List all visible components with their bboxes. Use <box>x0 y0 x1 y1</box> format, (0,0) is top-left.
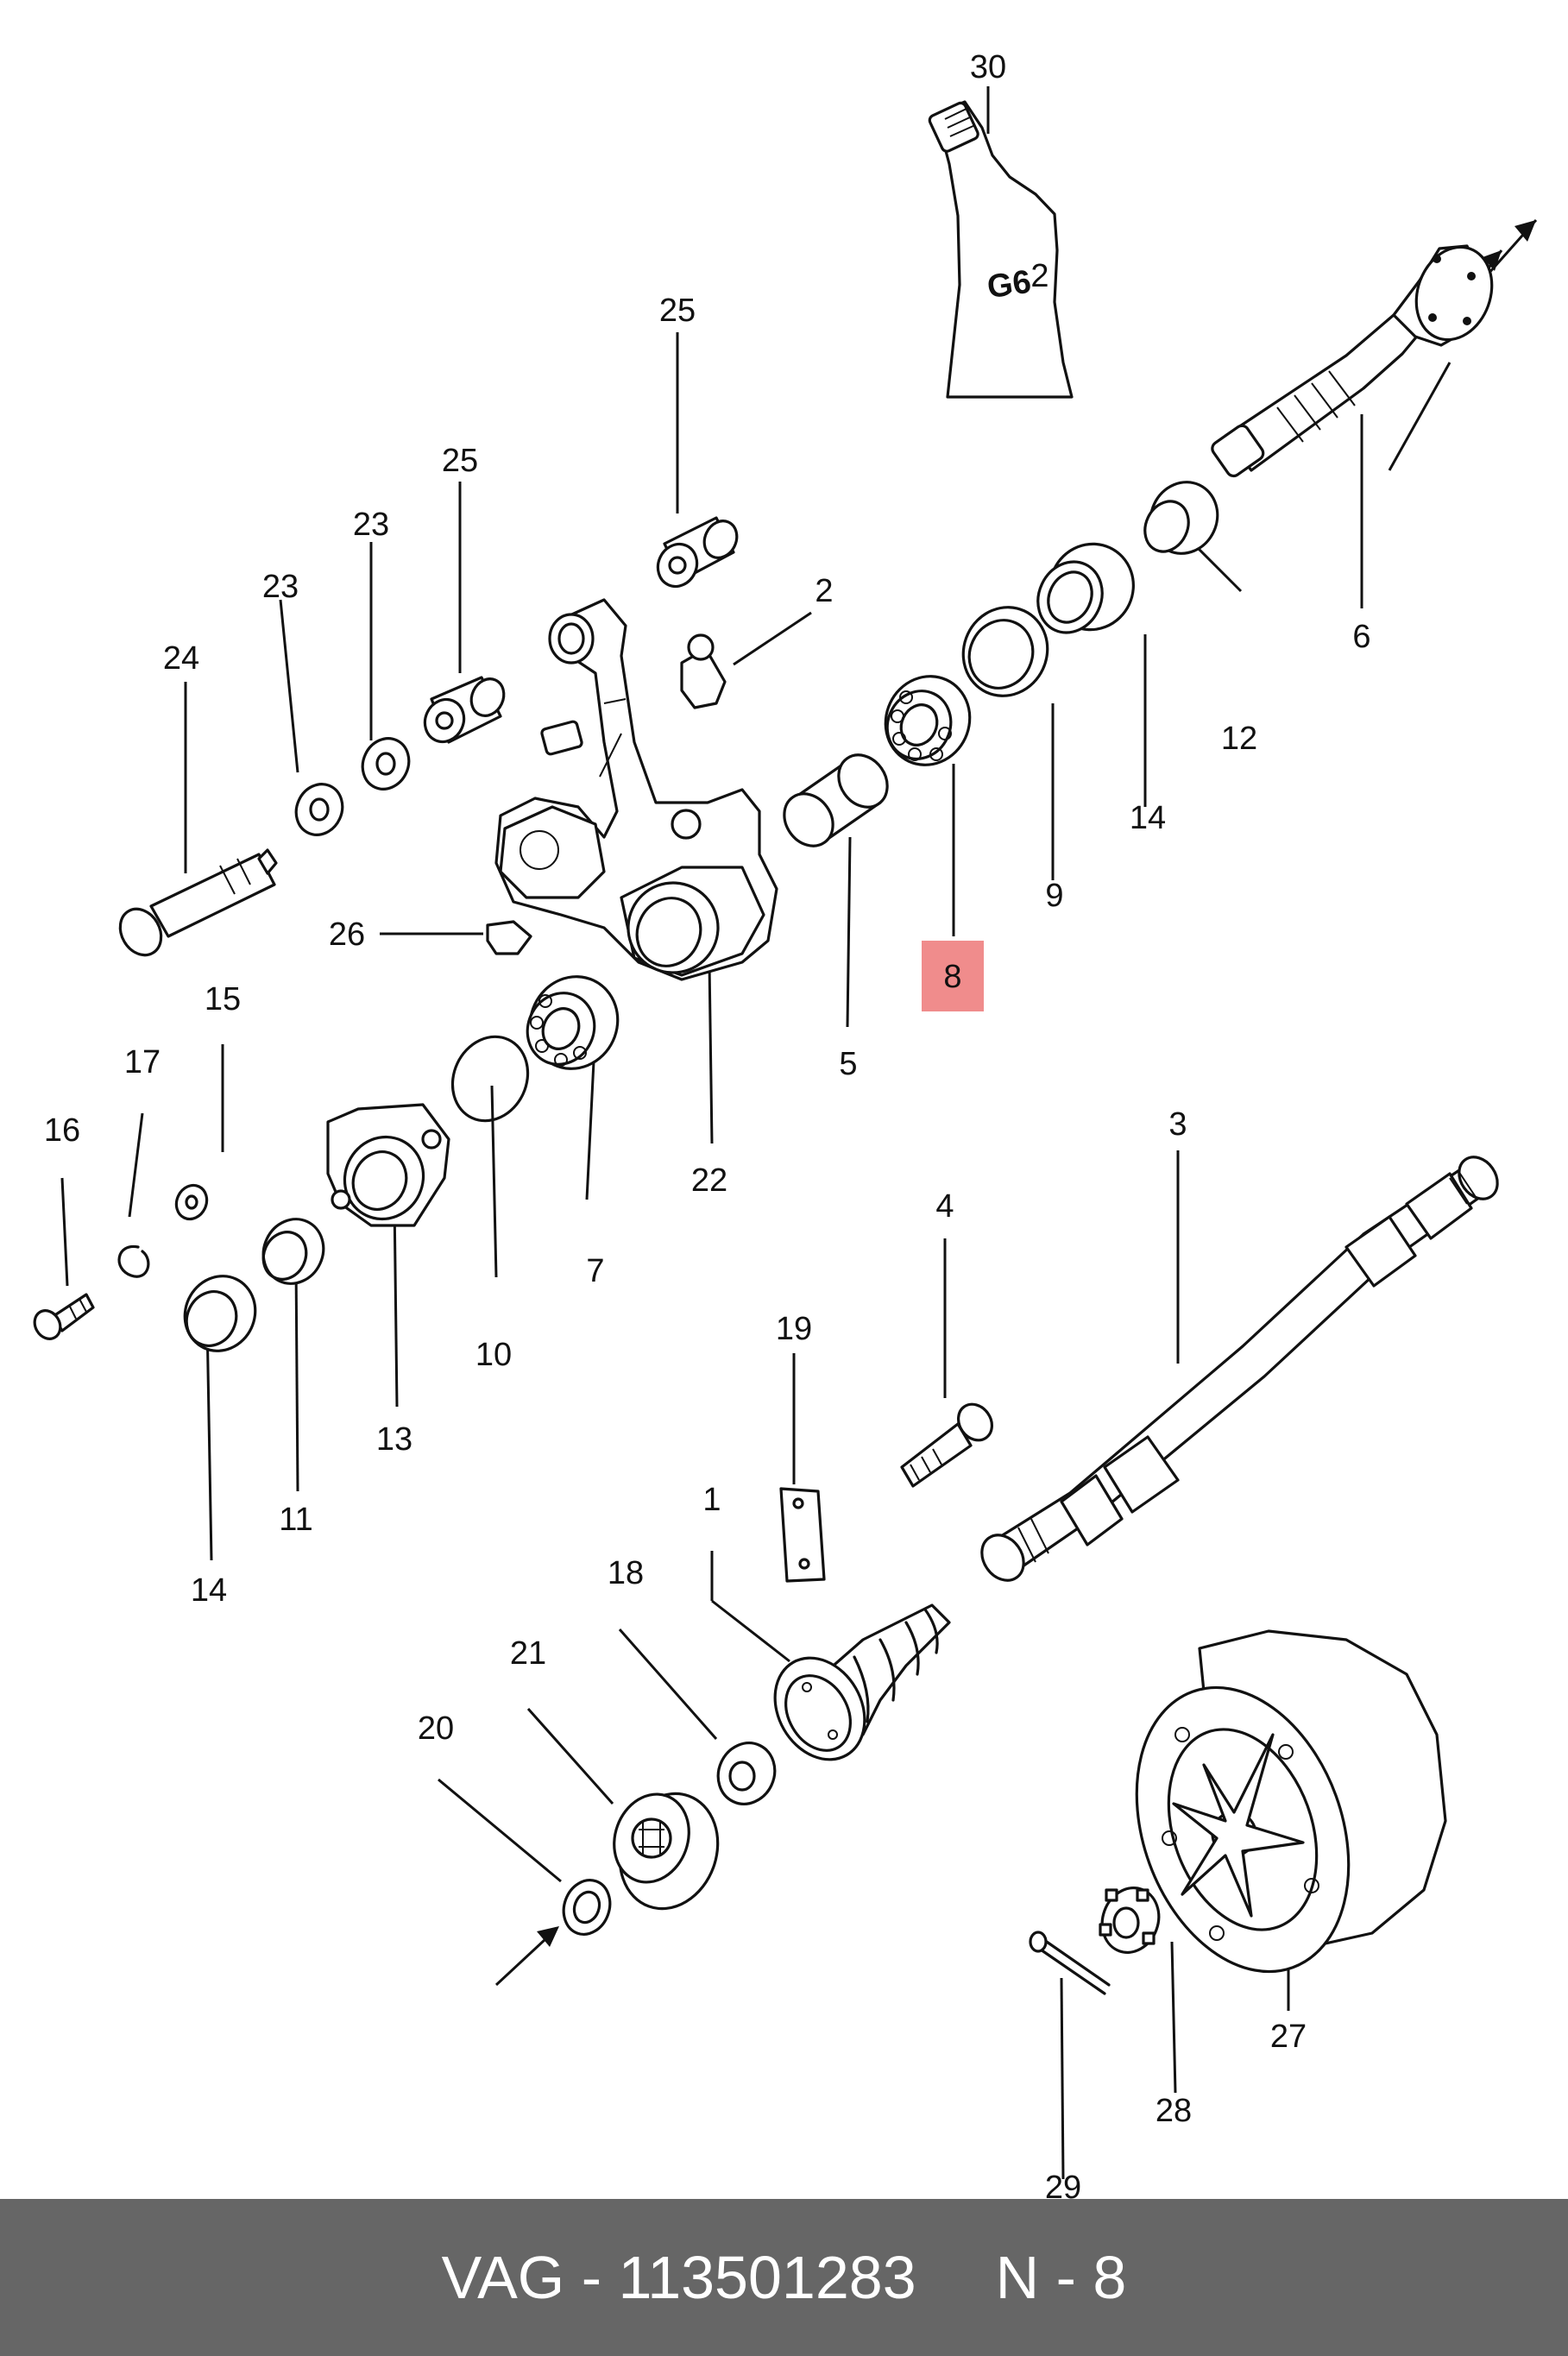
stub-axle <box>1211 244 1494 478</box>
callout-11: 11 <box>279 1502 312 1538</box>
callout-20: 20 <box>418 1710 454 1747</box>
grease-tube: G6 2 <box>928 100 1074 399</box>
seal-small <box>261 1218 325 1285</box>
highlight-box-part-8 <box>922 941 984 1011</box>
callout-22: 22 <box>691 1162 727 1199</box>
bonded-bush-upper <box>656 516 739 589</box>
page-reference: N - 8 <box>995 2244 1127 2311</box>
callout-8: 8 <box>943 959 961 995</box>
constant-velocity-joint <box>613 1792 720 1911</box>
callout-23-a: 23 <box>353 507 389 543</box>
trailing-arm-housing <box>494 598 778 981</box>
cv-boot <box>773 1603 951 1761</box>
callout-18: 18 <box>608 1555 644 1591</box>
callout-25-top: 25 <box>659 293 696 329</box>
callout-9: 9 <box>1045 878 1063 914</box>
callout-7: 7 <box>586 1253 604 1289</box>
retaining-plate <box>779 1487 826 1583</box>
pivot-bolt <box>118 848 278 957</box>
callout-2: 2 <box>815 573 833 609</box>
ball-bearing-highlighted <box>884 675 972 766</box>
callout-25-left: 25 <box>442 443 478 479</box>
callout-27: 27 <box>1270 2019 1307 2055</box>
bearing-cover <box>326 1103 450 1227</box>
callout-29: 29 <box>1045 2170 1081 2199</box>
callout-24: 24 <box>163 640 199 677</box>
washer-23-b <box>294 783 344 836</box>
callout-16: 16 <box>44 1112 80 1149</box>
tube-label-subscript: 2 <box>1030 258 1048 294</box>
tube-label: G6 <box>985 264 1033 306</box>
callout-10: 10 <box>475 1337 512 1373</box>
circlip <box>961 606 1049 697</box>
callout-19: 19 <box>776 1311 812 1347</box>
distance-sleeve <box>783 753 889 847</box>
small-clip <box>486 920 532 955</box>
cv-joint-bolt <box>900 1402 994 1488</box>
callout-12: 12 <box>1221 721 1257 757</box>
callout-21: 21 <box>510 1635 546 1672</box>
callout-30: 30 <box>970 49 1006 85</box>
callout-17: 17 <box>124 1044 161 1080</box>
circlip-small <box>562 1879 612 1936</box>
cover-bolt <box>33 1293 95 1340</box>
callout-4: 4 <box>935 1188 954 1225</box>
direction-arrows <box>494 219 1538 1987</box>
callout-13: 13 <box>376 1421 412 1458</box>
bearing-race-upper <box>1036 542 1135 634</box>
washer-15 <box>174 1183 209 1221</box>
part-reference: VAG - 113501283 <box>441 2244 916 2311</box>
callout-labels: 30 25 25 23 23 24 2 26 6 12 14 9 8 5 22 … <box>44 49 1371 2199</box>
grease-nipple <box>680 633 727 709</box>
callout-5: 5 <box>839 1046 857 1082</box>
leader-lines <box>60 86 1363 2180</box>
washer-23-a <box>361 737 411 791</box>
drive-shaft <box>980 1156 1499 1582</box>
callout-23-b: 23 <box>262 569 299 605</box>
callout-15: 15 <box>205 981 241 1017</box>
o-ring <box>450 1035 530 1123</box>
part-number-footer: VAG - 113501283 N - 8 <box>0 2199 1568 2356</box>
callout-14-top: 14 <box>1130 800 1166 836</box>
ball-bearing-lower <box>526 975 620 1070</box>
spring-washer <box>117 1244 150 1278</box>
callout-6: 6 <box>1352 619 1370 655</box>
exploded-parts-diagram: G6 2 <box>33 49 1538 2199</box>
castle-nut <box>1099 1887 1161 1954</box>
callout-28: 28 <box>1156 2093 1192 2129</box>
callout-3: 3 <box>1168 1106 1187 1143</box>
callout-1: 1 <box>702 1482 721 1518</box>
brake-drum <box>1135 1629 1447 1974</box>
split-pin <box>1029 1931 1111 1995</box>
bonded-bush-lower <box>423 676 506 744</box>
dished-washer <box>716 1742 777 1805</box>
spacer-ring <box>1143 481 1219 555</box>
bearing-race-lower <box>183 1275 257 1352</box>
callout-14-bottom: 14 <box>191 1572 227 1609</box>
callout-26: 26 <box>329 917 365 953</box>
